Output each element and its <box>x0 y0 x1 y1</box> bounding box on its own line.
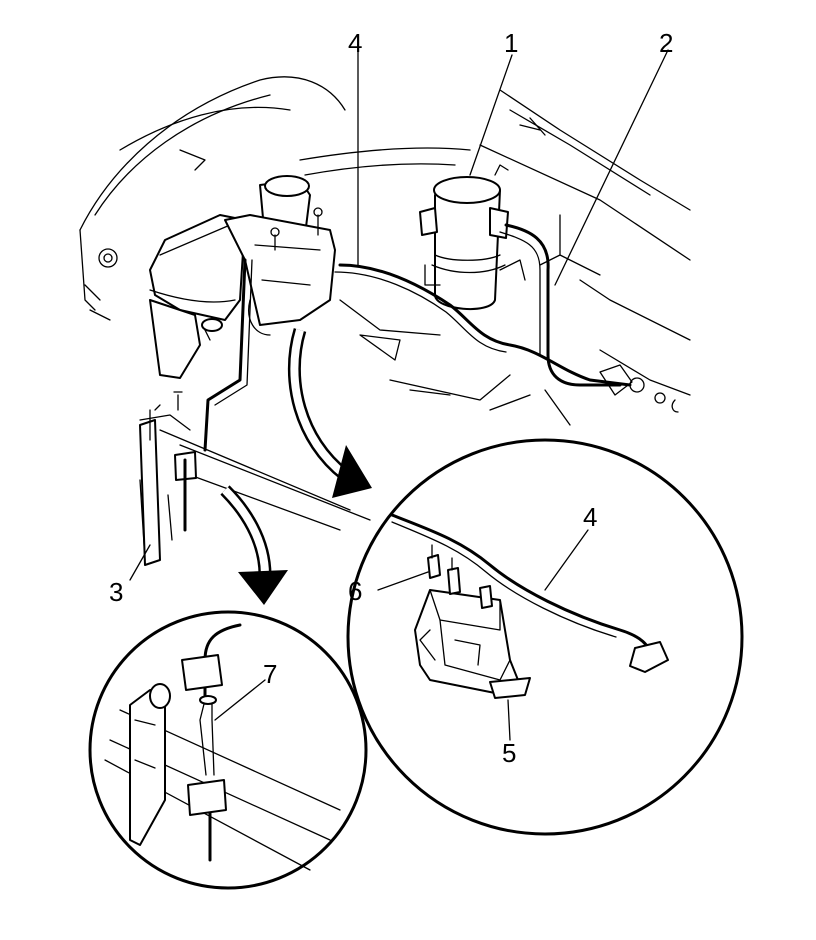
callout-2: 2 <box>659 28 673 58</box>
callout-4: 4 <box>348 28 362 58</box>
callout-5: 5 <box>502 738 516 768</box>
callout-3: 3 <box>109 577 123 607</box>
leader-lines <box>129 49 669 581</box>
detail-circle-right <box>346 438 744 836</box>
callout-4-detail: 4 <box>583 502 597 532</box>
detail-circle-left <box>88 610 368 890</box>
callout-6: 6 <box>348 576 362 606</box>
arrow-to-detail-right <box>287 328 372 498</box>
callout-7: 7 <box>263 659 277 689</box>
callout-1: 1 <box>504 28 518 58</box>
arrow-to-detail-left <box>220 485 288 605</box>
engine-bay-view <box>79 76 691 566</box>
